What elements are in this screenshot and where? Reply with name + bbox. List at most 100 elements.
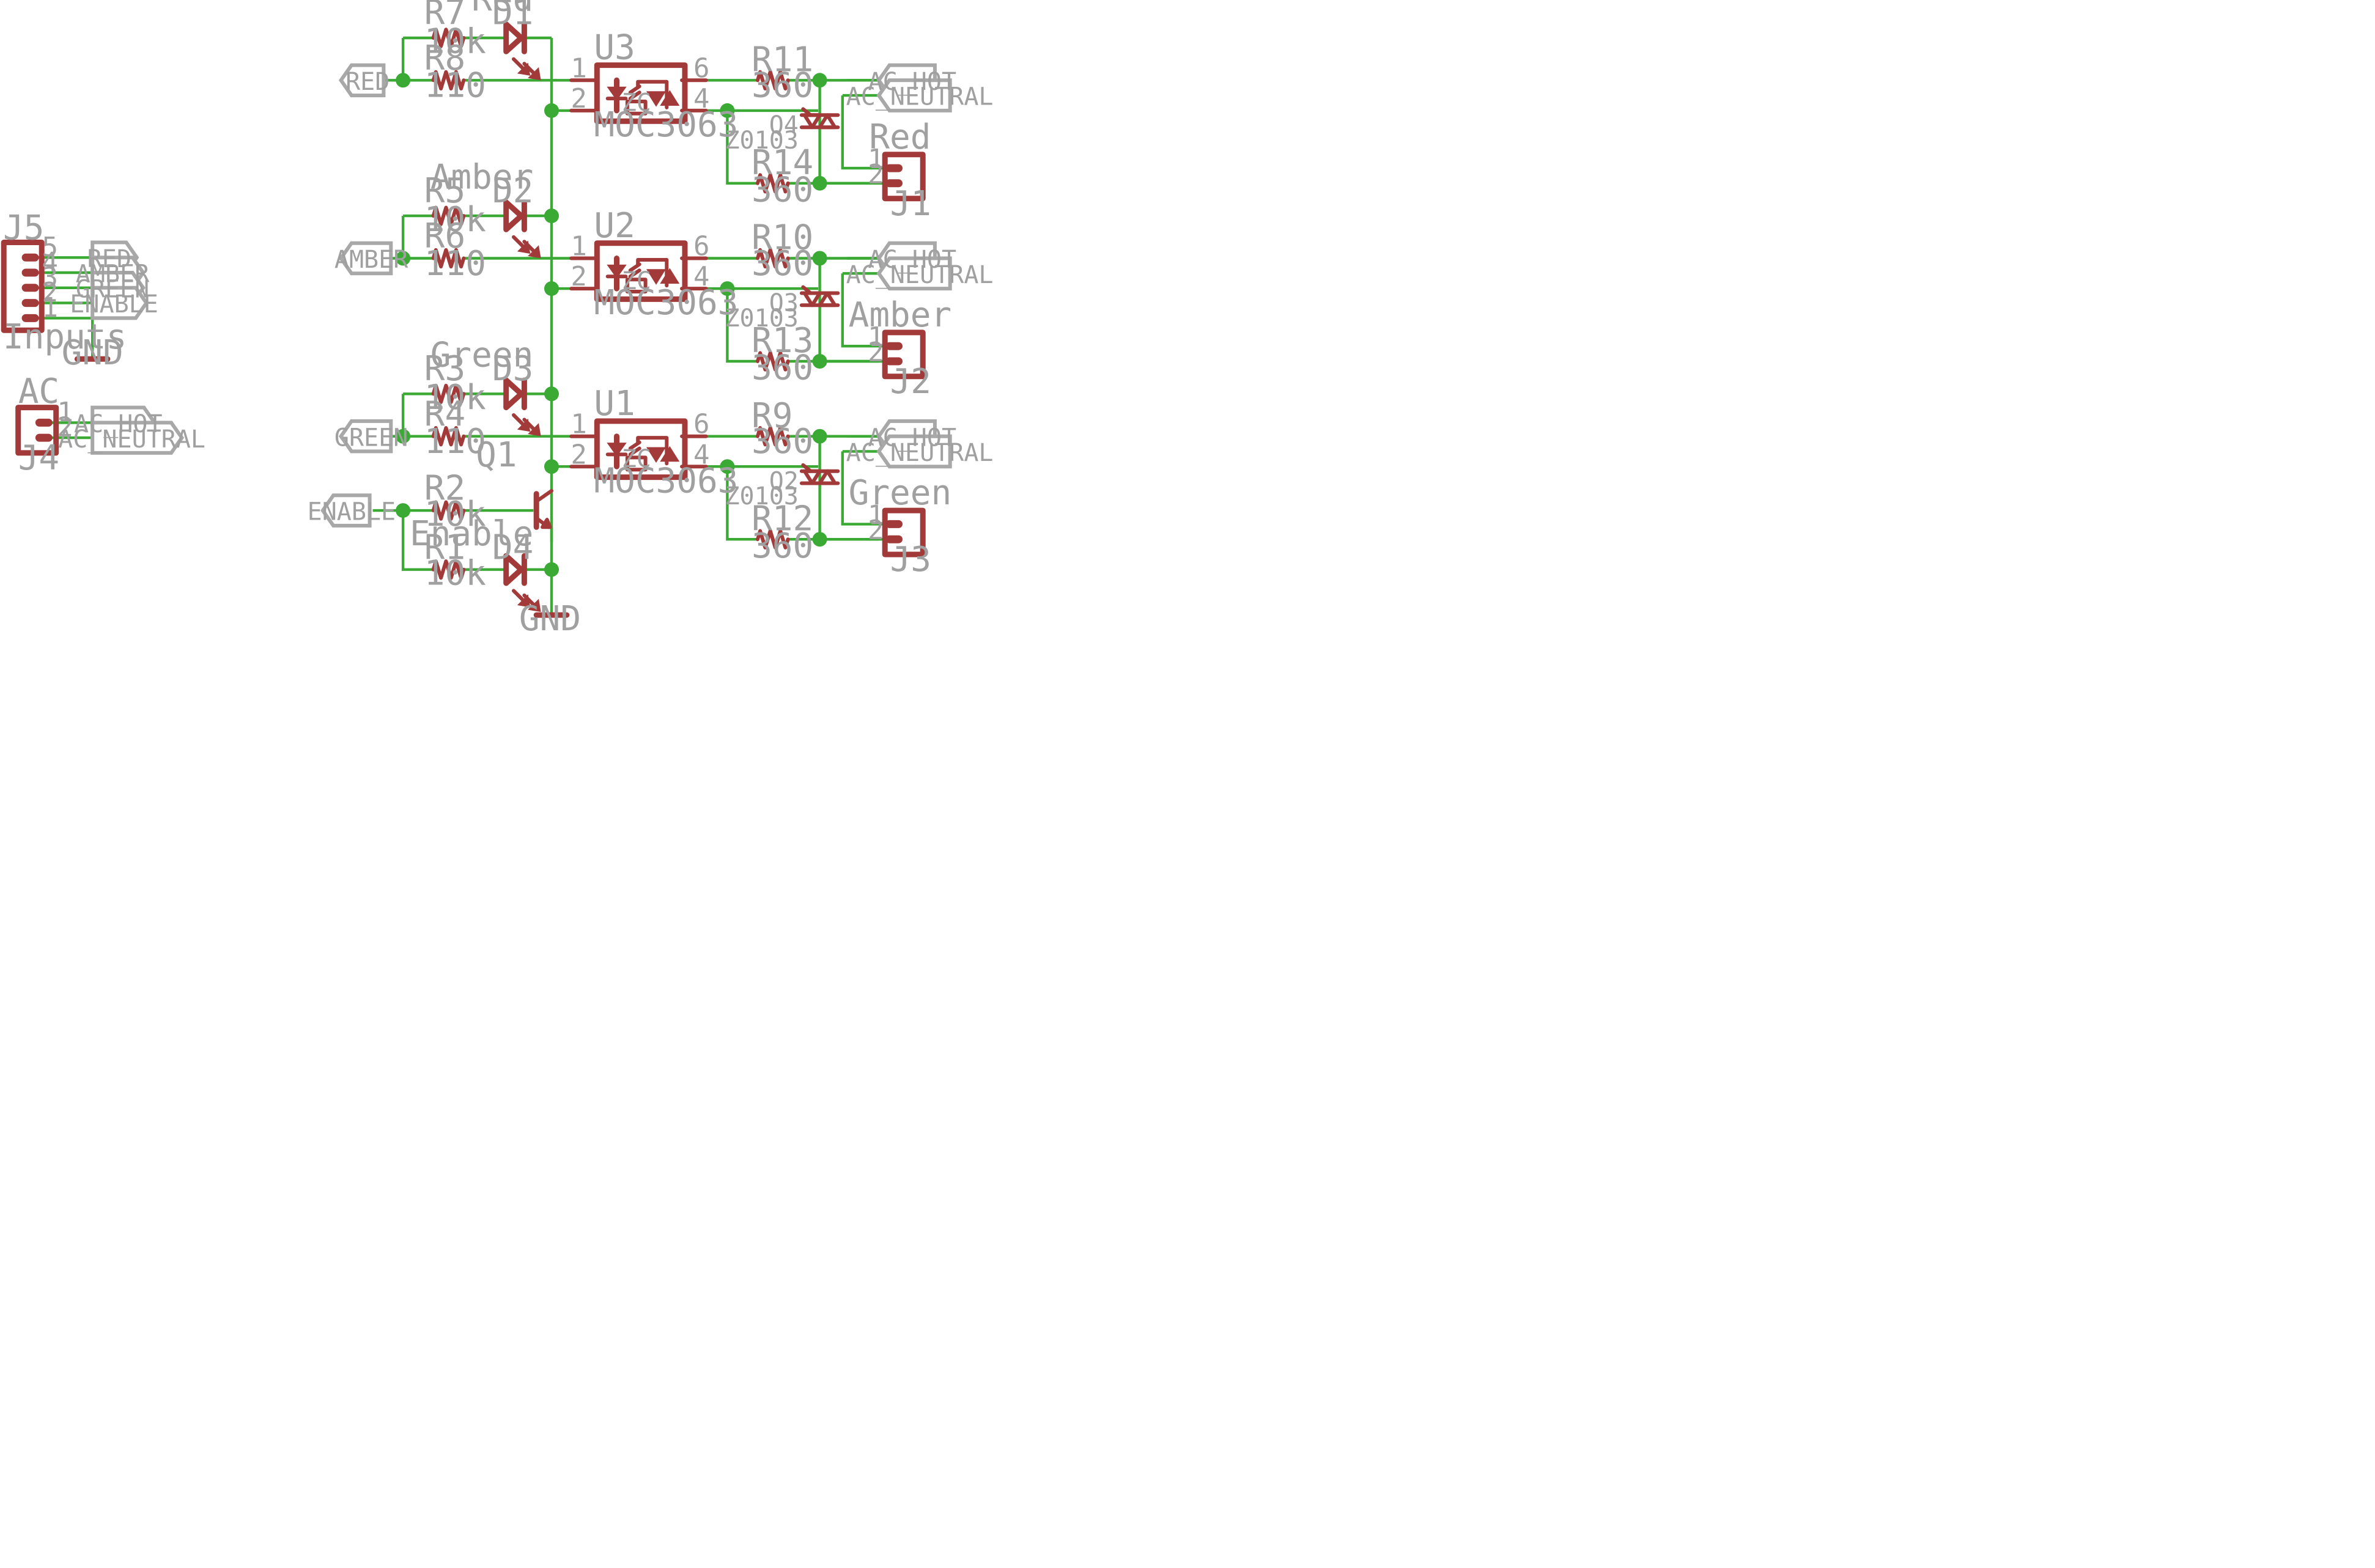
- enable-led-value: Enable: [410, 514, 533, 554]
- ch1-input-flag-text: RED: [345, 68, 390, 96]
- labels-layer: REDZCAC_HOTAC_NEUTRALR710kR8110RedD1U3MO…: [3, 0, 994, 639]
- ch3-led-name: D3: [492, 349, 533, 389]
- ch2-opto-body: [594, 240, 688, 302]
- ch2-connector-name: J2: [890, 362, 931, 402]
- ch3-opto-pin1-label: 1: [571, 409, 587, 440]
- transistor-collector: [534, 488, 553, 504]
- ch2-led-res-value: 10k: [424, 200, 486, 240]
- ch1-opto-led: [607, 86, 627, 101]
- ch1-opto-zc-label: ZC: [622, 89, 651, 117]
- ch2-input-flag: [338, 241, 393, 276]
- ch1-hot-flag-text: AC_HOT: [868, 68, 957, 96]
- ch1-opto-zc-box: [625, 100, 648, 116]
- ch2-bias-res-name: R13: [752, 321, 813, 361]
- ch3-input-flag-text: GREEN: [334, 424, 408, 452]
- j4-neutral-flag-text: AC_NEUTRAL: [58, 425, 205, 454]
- ch3-gate-res-value: 360: [752, 422, 813, 462]
- gnd-label: GND: [519, 599, 581, 639]
- ch1-opto-pin1-label: 1: [571, 53, 587, 84]
- ch1-led-res-name: R7: [424, 0, 465, 33]
- ch1-connector-name: J1: [890, 184, 931, 224]
- ch3-input-junction: [396, 429, 411, 444]
- ch2-led-name: D2: [492, 171, 533, 211]
- ch1-triac-bot-junction: [812, 175, 827, 191]
- ch2-bias-res-value: 360: [752, 348, 813, 388]
- j5-pin-label-5: 5: [42, 232, 59, 263]
- ch3-input-flag: [338, 419, 393, 454]
- ch3-triac-bot-junction: [812, 532, 827, 547]
- ch1-connector-pin1-label: 1: [868, 144, 884, 175]
- enable-input-wire: [372, 509, 434, 571]
- ch3-connector-pin2-label: 2: [868, 515, 884, 546]
- j5-gnd-label: GND: [62, 333, 124, 373]
- ch2-load-wire-1: [841, 273, 884, 348]
- ch3-hot-flag-text: AC_HOT: [868, 424, 957, 452]
- ch2-opto-triac-b: [660, 268, 680, 284]
- enable-junction: [396, 503, 411, 518]
- j5-net-flag-amber-text: AMBER: [76, 260, 150, 289]
- ch3-triac-gate: [801, 463, 813, 473]
- ch3-led-res-name: R3: [424, 349, 465, 389]
- ch1-opto-ray-b: [628, 90, 641, 101]
- ch3-led-resistor: [431, 383, 466, 404]
- ch2-opto-zc-label: ZC: [622, 267, 651, 295]
- transistor-name: Q1: [476, 435, 517, 475]
- ch3-bias-res-name: R12: [752, 499, 813, 539]
- ch2-gate-res-value: 360: [752, 244, 813, 284]
- ch2-hot-flag-text: AC_HOT: [868, 246, 957, 274]
- ch2-opto-pin1-label: 1: [571, 231, 587, 262]
- j5-net-flag-enable-text: ENABLE: [70, 290, 158, 318]
- ch2-in-res-name: R6: [424, 216, 465, 256]
- ch1-triac-value: Z0103: [725, 127, 798, 155]
- ch1-opto-body: [594, 62, 688, 124]
- ch3-opto-triac-b: [660, 446, 680, 462]
- ch3-led-body: [503, 377, 524, 411]
- ch2-connector-pin1-label: 1: [868, 322, 884, 353]
- j5-pin-label-3: 3: [42, 262, 59, 293]
- enable-led-res-value: 10k: [424, 554, 486, 594]
- enable-led-body: [503, 553, 524, 586]
- ch3-led-res-value: 10k: [424, 378, 486, 418]
- ch3-opto-zc-box: [625, 455, 648, 472]
- ch2-opto-pin4-label: 4: [693, 261, 710, 292]
- ch1-gate-res-name: R11: [752, 40, 813, 80]
- ch2-opto-value: MOC3063: [594, 283, 738, 323]
- j5-net-flag-enable: [90, 285, 149, 320]
- ch1-led-body: [503, 21, 524, 54]
- ch1-opto-pin6-label: 6: [693, 53, 710, 84]
- ch3-connector-body: [882, 507, 926, 558]
- ch2-bias-wire-a: [726, 289, 758, 363]
- ch1-opto-name: U3: [594, 28, 635, 68]
- ch2-triac-rev: [818, 291, 837, 307]
- ch2-led-res-name: R5: [424, 171, 465, 211]
- ch3-opto-pin4-label: 4: [693, 439, 710, 470]
- net-flags-layer: [90, 63, 952, 528]
- enable-base-res-name: R2: [424, 469, 465, 509]
- ch2-led-junction: [544, 208, 559, 224]
- ch2-triac-name: Q3: [769, 289, 799, 317]
- ch2-led-ray-head-1: [528, 245, 541, 259]
- ch1-triac-name: Q4: [769, 111, 799, 139]
- ch1-bias-res-name: R14: [752, 143, 813, 183]
- j5-pin-label-4: 4: [42, 247, 59, 278]
- j5-pin-label-1: 1: [42, 292, 59, 323]
- ch2-pin4-junction: [720, 281, 735, 296]
- ch3-opto-body: [594, 418, 688, 480]
- ch3-led-value: Green: [430, 336, 534, 375]
- ch3-opto-ray-b: [628, 446, 641, 457]
- ch3-opto-name: U1: [594, 384, 635, 424]
- enable-gnd-junction: [544, 562, 559, 577]
- ch1-connector-value: Red: [869, 117, 931, 157]
- ch3-gate-res-name: R9: [752, 396, 792, 436]
- transistor-arrow: [541, 518, 552, 529]
- ch1-input-junction: [396, 73, 411, 88]
- j4-name: AC: [18, 372, 59, 411]
- ch3-triac-name: Q2: [769, 467, 799, 495]
- j4-value: J4: [18, 438, 59, 478]
- ch3-in-res-value: 110: [424, 422, 486, 462]
- ch1-in-res-name: R8: [424, 39, 465, 78]
- ch2-connector-value: Amber: [849, 295, 952, 335]
- j5-body: [1, 240, 45, 333]
- ch3-triac-rev: [818, 469, 837, 485]
- ch3-triac-top-junction: [812, 429, 827, 444]
